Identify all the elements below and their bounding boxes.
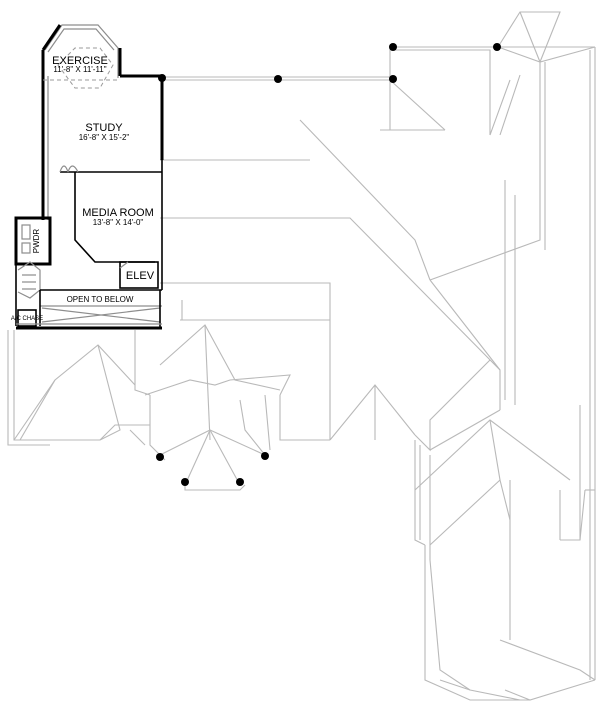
column-post [274,75,282,83]
column-post [389,75,397,83]
roof-lines [7,11,596,701]
media-room-dims: 13'-8" X 14'-0" [93,218,144,227]
media-room-name: MEDIA ROOM [82,207,154,219]
exercise-room-name: EXERCISE [52,55,108,67]
open-to-below-label: OPEN TO BELOW [67,295,134,304]
floor-walls [14,24,164,330]
study-room-dims: 16'-8" X 15'-2" [79,133,130,142]
column-post [493,43,501,51]
study-room-name: STUDY [85,122,123,134]
column-post [261,452,269,460]
elevator-label: ELEV [126,270,155,282]
ac-chase-label: A/C CHASE [11,316,43,322]
exercise-room-dims: 11'-8" X 11'-11" [53,65,106,74]
column-post [236,478,244,486]
column-post [181,478,189,486]
column-post [156,453,164,461]
column-post [158,74,166,82]
column-posts [156,43,501,486]
room-labels: EXERCISE 11'-8" X 11'-11" STUDY 16'-8" X… [11,55,155,322]
column-post [389,43,397,51]
powder-room-label: PWDR [32,229,41,254]
